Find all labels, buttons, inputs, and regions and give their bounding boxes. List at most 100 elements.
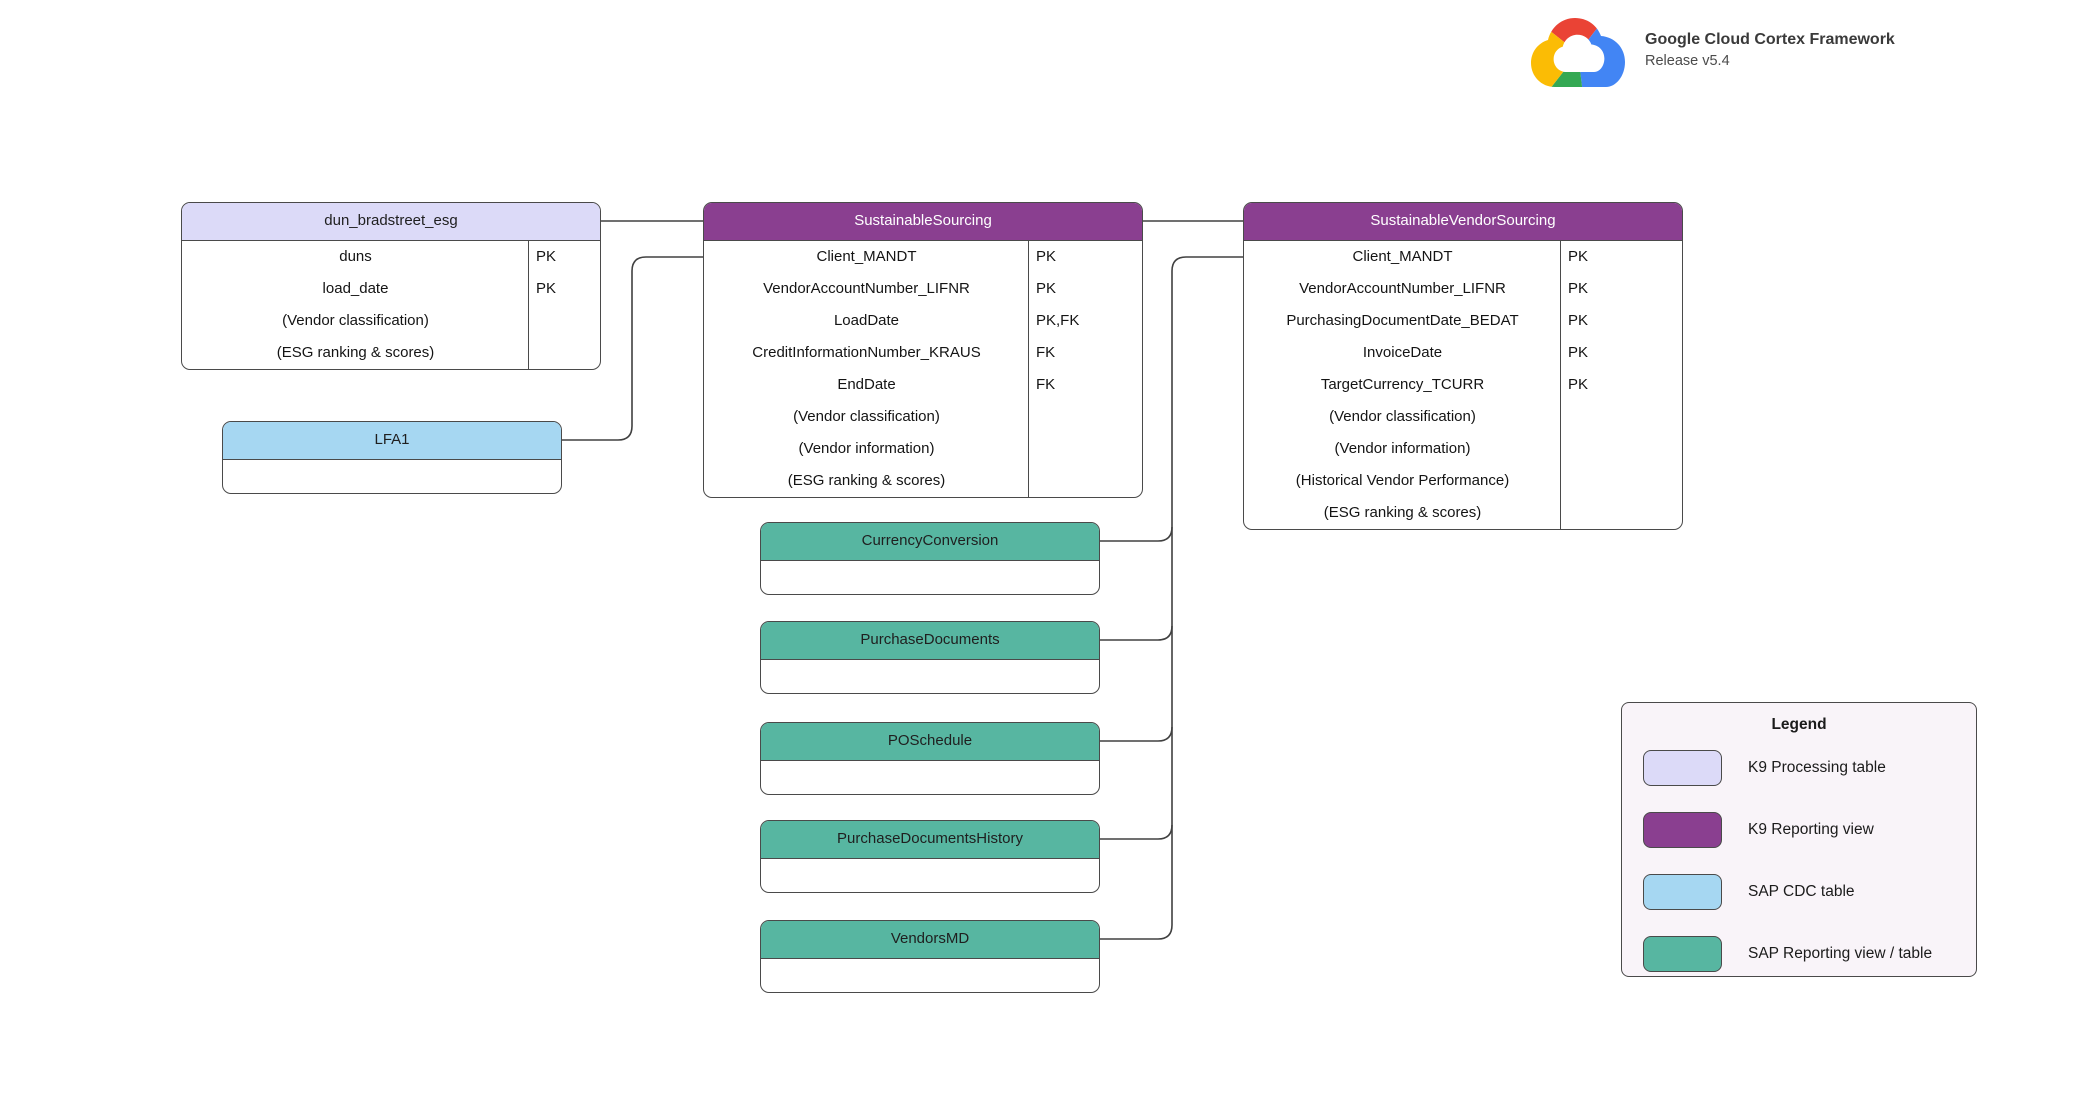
key-label xyxy=(529,337,600,369)
table-row: (Vendor classification) xyxy=(182,305,600,337)
table-row: VendorAccountNumber_LIFNR PK xyxy=(704,273,1142,305)
legend-swatch-k9-processing xyxy=(1643,750,1722,786)
key-label: PK,FK xyxy=(1036,312,1080,329)
table-row: LoadDate PK,FK xyxy=(704,305,1142,337)
entity-table-CurrencyConversion: CurrencyConversion xyxy=(760,522,1100,595)
table-title: SustainableSourcing xyxy=(704,203,1142,241)
connector-PurchaseDocumentsHistory-to-SustainableVendorSourcing xyxy=(1100,824,1173,840)
field-name: (Vendor information) xyxy=(1334,440,1471,457)
field-name: VendorAccountNumber_LIFNR xyxy=(763,280,970,297)
key-label xyxy=(1029,401,1142,433)
table-row xyxy=(761,660,1099,693)
table-title: SustainableVendorSourcing xyxy=(1244,203,1682,241)
table-row: (Vendor classification) xyxy=(1244,401,1682,433)
field-name xyxy=(223,460,561,493)
key-label: PK xyxy=(1568,344,1589,361)
field-name: (Historical Vendor Performance) xyxy=(1295,472,1510,489)
brand-subtitle: Release v5.4 xyxy=(1645,53,1730,69)
field-name: (ESG ranking & scores) xyxy=(276,344,435,361)
field-name: EndDate xyxy=(837,376,896,393)
key-label xyxy=(1561,433,1682,465)
key-label: PK xyxy=(536,280,557,297)
legend-item-label: SAP Reporting view / table xyxy=(1748,945,1933,962)
field-name xyxy=(761,959,1099,992)
legend-item-label: SAP CDC table xyxy=(1748,883,1855,900)
key-label: PK xyxy=(1036,248,1057,265)
field-name: (Vendor classification) xyxy=(1329,408,1476,425)
table-title: PurchaseDocumentsHistory xyxy=(761,821,1099,859)
field-name: VendorAccountNumber_LIFNR xyxy=(1299,280,1506,297)
connector-LFA1-to-SustainableSourcing xyxy=(562,256,703,441)
table-row: load_date PK xyxy=(182,273,600,305)
table-row: EndDate FK xyxy=(704,369,1142,401)
key-label: FK xyxy=(1036,376,1056,393)
entity-table-POSchedule: POSchedule xyxy=(760,722,1100,795)
table-row: InvoiceDate PK xyxy=(1244,337,1682,369)
google-cloud-logo-icon xyxy=(1531,18,1625,87)
table-row: (ESG ranking & scores) xyxy=(1244,497,1682,529)
field-name: LoadDate xyxy=(833,312,900,329)
table-row: (Vendor classification) xyxy=(704,401,1142,433)
connector-VendorsMD-to-SustainableVendorSourcing xyxy=(1100,256,1243,940)
key-label xyxy=(1029,465,1142,497)
field-name: PurchasingDocumentDate_BEDAT xyxy=(1286,312,1519,329)
entity-table-PurchaseDocuments: PurchaseDocuments xyxy=(760,621,1100,694)
key-label: FK xyxy=(1036,344,1056,361)
field-name: duns xyxy=(339,248,372,265)
field-name: load_date xyxy=(322,280,389,297)
table-title: CurrencyConversion xyxy=(761,523,1099,561)
key-label: PK xyxy=(1036,280,1057,297)
entity-table-PurchaseDocumentsHistory: PurchaseDocumentsHistory xyxy=(760,820,1100,893)
field-name: Client_MANDT xyxy=(816,248,917,265)
key-label xyxy=(529,305,600,337)
field-name: (ESG ranking & scores) xyxy=(1323,504,1482,521)
pk-column-divider xyxy=(1559,241,1561,529)
key-label: PK xyxy=(536,248,557,265)
table-title: POSchedule xyxy=(761,723,1099,761)
key-label: PK xyxy=(1568,376,1589,393)
connector-CurrencyConversion-to-SustainableVendorSourcing xyxy=(1100,526,1173,542)
key-label xyxy=(1561,497,1682,529)
entity-table-LFA1: LFA1 xyxy=(222,421,562,494)
legend-item: K9 Processing table xyxy=(1643,750,1976,786)
table-title: VendorsMD xyxy=(761,921,1099,959)
connector-PurchaseDocuments-to-SustainableVendorSourcing xyxy=(1100,625,1173,641)
table-title: dun_bradstreet_esg xyxy=(182,203,600,241)
table-row: Client_MANDT PK xyxy=(704,241,1142,273)
table-row xyxy=(761,761,1099,794)
legend-item: K9 Reporting view xyxy=(1643,812,1976,848)
table-row xyxy=(223,460,561,493)
table-title: LFA1 xyxy=(223,422,561,460)
legend-item: SAP CDC table xyxy=(1643,874,1976,910)
field-name: Client_MANDT xyxy=(1352,248,1453,265)
field-name: (Vendor information) xyxy=(798,440,935,457)
field-name: InvoiceDate xyxy=(1362,344,1443,361)
field-name xyxy=(761,561,1099,594)
table-row xyxy=(761,959,1099,992)
key-label xyxy=(1561,401,1682,433)
legend-item-label: K9 Reporting view xyxy=(1748,821,1874,838)
field-name: (Vendor classification) xyxy=(282,312,429,329)
table-row: (ESG ranking & scores) xyxy=(704,465,1142,497)
table-row: TargetCurrency_TCURR PK xyxy=(1244,369,1682,401)
legend-swatch-sap-reporting xyxy=(1643,936,1722,972)
legend-swatch-k9-reporting xyxy=(1643,812,1722,848)
field-name: (Vendor classification) xyxy=(793,408,940,425)
key-label: PK xyxy=(1568,248,1589,265)
table-row xyxy=(761,859,1099,892)
field-name: TargetCurrency_TCURR xyxy=(1320,376,1485,393)
connector-POSchedule-to-SustainableVendorSourcing xyxy=(1100,726,1173,742)
field-name xyxy=(761,761,1099,794)
table-row: (Vendor information) xyxy=(1244,433,1682,465)
table-row: (Historical Vendor Performance) xyxy=(1244,465,1682,497)
